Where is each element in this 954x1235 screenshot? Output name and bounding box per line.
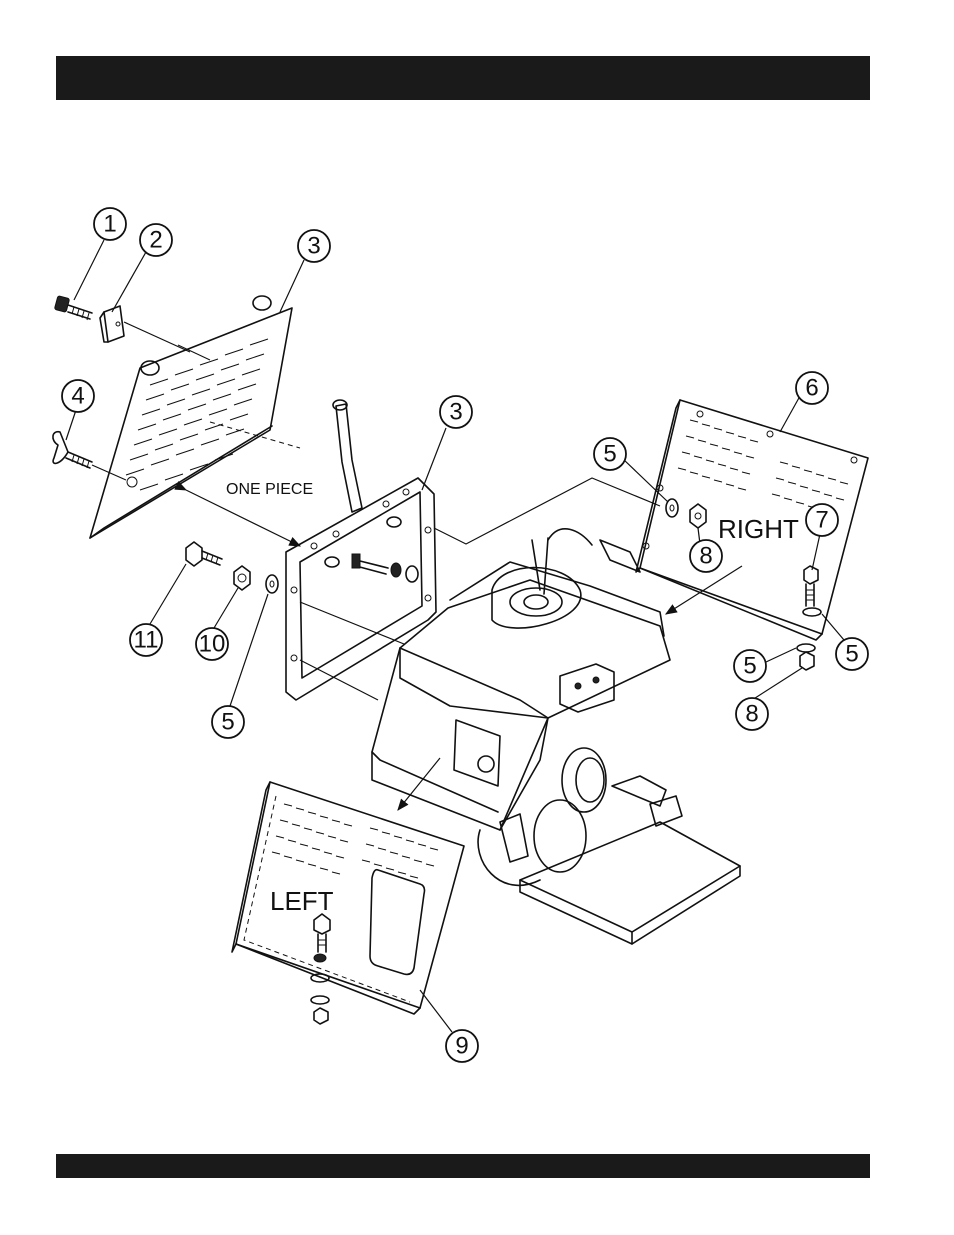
- svg-text:10: 10: [199, 631, 226, 658]
- clip-part-2: [100, 306, 190, 352]
- left-side-panel: [232, 782, 464, 1014]
- bolt-part-left: [314, 914, 330, 952]
- machine-body: [372, 529, 740, 944]
- svg-text:1: 1: [103, 211, 116, 238]
- callout-9: 9: [446, 1030, 478, 1062]
- svg-text:3: 3: [449, 399, 462, 426]
- callout-5-front: 5: [212, 706, 244, 738]
- svg-text:8: 8: [699, 543, 712, 570]
- callout-2: 2: [140, 224, 172, 256]
- callout-5-right-mid: 5: [836, 638, 868, 670]
- front-louvered-cover: [90, 296, 292, 538]
- callout-8-right-bottom: 8: [736, 698, 768, 730]
- right-panel-label: RIGHT: [718, 514, 799, 544]
- callout-7: 7: [806, 504, 838, 536]
- nut-part-8-right-top: [690, 504, 706, 528]
- svg-text:2: 2: [149, 227, 162, 254]
- svg-text:5: 5: [845, 641, 858, 668]
- right-panel-vents: [678, 420, 848, 512]
- callout-10: 10: [196, 628, 228, 660]
- callout-5-right-top: 5: [594, 438, 626, 470]
- svg-text:5: 5: [743, 653, 756, 680]
- wing-screw-part-4: [53, 432, 126, 480]
- one-piece-label: ONE PIECE: [226, 481, 313, 498]
- footer-bar: [56, 1154, 870, 1178]
- svg-text:7: 7: [815, 507, 828, 534]
- callout-5-right-low: 5: [734, 650, 766, 682]
- callout-4: 4: [62, 380, 94, 412]
- callout-8-right-top: 8: [690, 540, 722, 572]
- bolt-part-7: [804, 566, 818, 606]
- hardware-stack-left: [311, 954, 329, 1024]
- washer-part-5-front: [266, 575, 278, 593]
- svg-text:3: 3: [307, 233, 320, 260]
- bolt-part-1: [54, 296, 92, 320]
- svg-text:6: 6: [805, 375, 818, 402]
- front-frame: [286, 400, 436, 700]
- callout-6: 6: [796, 372, 828, 404]
- svg-text:8: 8: [745, 701, 758, 728]
- nut-part-8-right-bottom: [800, 652, 814, 670]
- svg-text:5: 5: [221, 709, 234, 736]
- nut-part-10: [234, 566, 250, 590]
- callout-1: 1: [94, 208, 126, 240]
- bolt-part-11: [186, 542, 222, 566]
- svg-text:9: 9: [455, 1033, 468, 1060]
- callout-11: 11: [130, 624, 162, 656]
- svg-text:5: 5: [603, 441, 616, 468]
- left-panel-vents: [272, 804, 438, 878]
- svg-text:11: 11: [134, 627, 159, 654]
- callout-3-frame: 3: [440, 396, 472, 428]
- left-panel-label: LEFT: [270, 886, 334, 916]
- svg-text:4: 4: [71, 383, 84, 410]
- callout-3-cover: 3: [298, 230, 330, 262]
